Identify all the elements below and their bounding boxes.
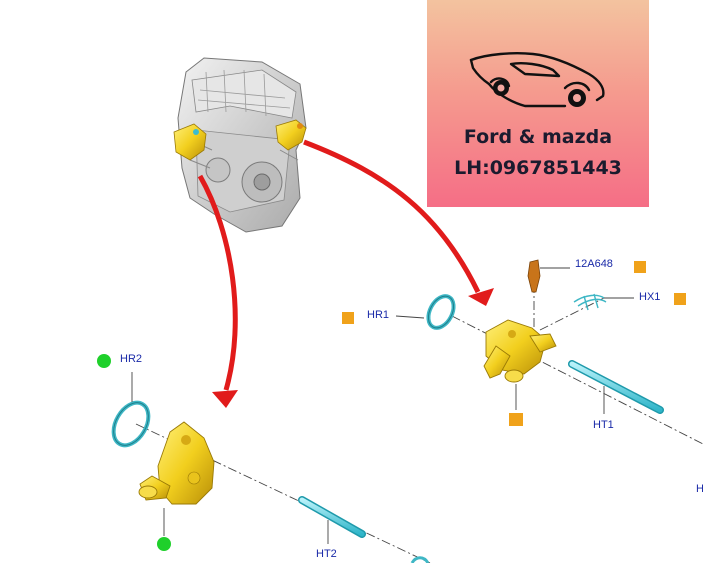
engine-assembly [173,57,307,233]
hr2-o-ring [111,400,151,448]
hr1-orange-marker [342,312,354,324]
banner-phone: LH:0967851443 [454,157,622,179]
ht1-label: HT1 [593,419,614,431]
12a648-label: 12A648 [575,258,613,270]
sports-car-icon [469,52,605,108]
banner-title: Ford & mazda [463,126,613,148]
arrow-to-left-group [197,174,238,408]
hx1-hose-clip [573,293,607,311]
12a648-temperature-sensor [527,259,541,293]
ht2-hose-tube [298,496,366,538]
hr1-label: HR1 [367,309,390,321]
12a648-orange-marker [634,261,646,273]
hr1-o-ring [426,294,456,330]
left-thermostat-housing [138,421,215,505]
left-housing-green-marker [157,537,171,551]
right-housing-orange-marker [509,413,523,426]
right-thermostat-housing [483,319,557,383]
hr1-leader [395,315,425,319]
hr2-green-marker [97,354,111,368]
hx1-label: HX1 [639,291,661,303]
arrow-to-right-group [303,139,494,306]
edge-h-label: H [696,483,703,495]
engine-housing-right [275,119,307,151]
hx1-orange-marker [674,293,686,305]
ht1-hose-tube [568,360,664,414]
ht2-label: HT2 [316,548,337,560]
engine-housing-left [173,123,207,161]
watermark-banner: Ford & mazda LH:0967851443 [427,0,649,207]
hr2-label: HR2 [120,353,143,365]
partial-hose-clip [410,556,430,563]
